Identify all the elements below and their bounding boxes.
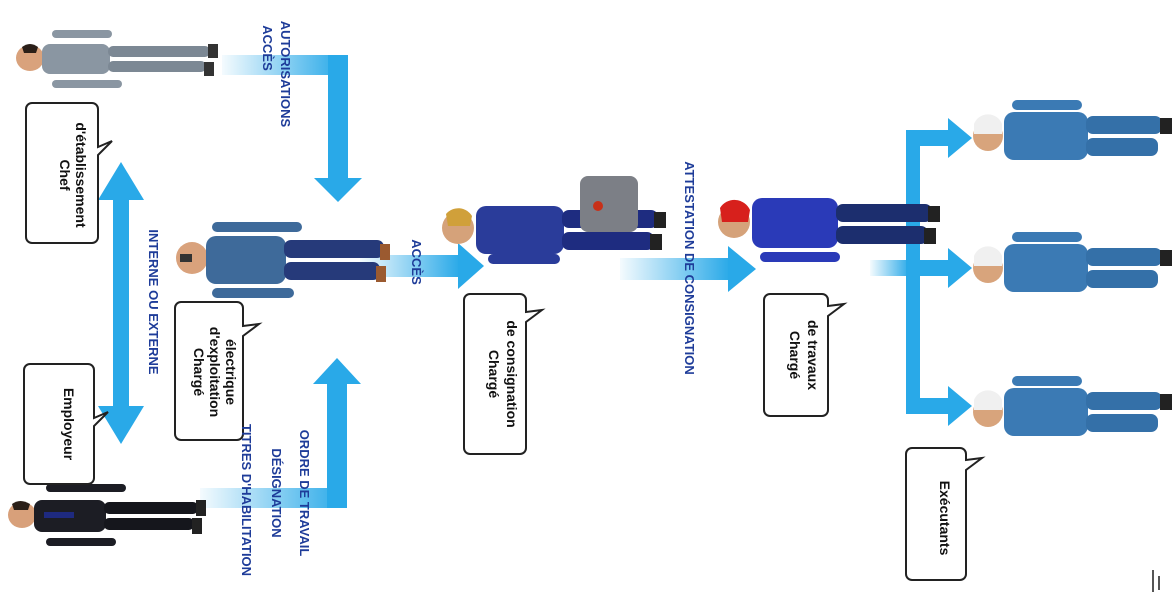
person-executant-2 xyxy=(973,232,1172,292)
interne-externe-arrow xyxy=(98,162,144,444)
person-executant-3 xyxy=(973,376,1172,436)
bubble-exploit-line2: d'exploitation xyxy=(207,327,223,417)
person-charge-consignation xyxy=(442,176,666,264)
bubble-executants: Exécutants xyxy=(905,447,986,581)
bubble-chef-line2: d'établissement xyxy=(73,122,89,228)
label-acces-mid: ACCÈS xyxy=(409,239,424,285)
label-interne-externe: INTERNE OU EXTERNE xyxy=(146,229,161,375)
bubbles: Chef d'établissement Employeur Chargé d'… xyxy=(23,102,986,581)
bubble-chef-etablissement: Chef d'établissement xyxy=(25,102,113,244)
label-titres: TITRES D'HABILITATION xyxy=(239,424,254,576)
bubble-executants-text: Exécutants xyxy=(937,481,953,556)
bubble-travaux-line1: Chargé xyxy=(787,331,803,379)
bubble-employeur-text: Employeur xyxy=(61,388,77,461)
person-charge-exploitation xyxy=(176,222,390,298)
person-chef-etablissement xyxy=(16,30,218,88)
titres-arrow xyxy=(200,358,361,508)
bubble-employeur: Employeur xyxy=(23,363,109,485)
bubble-travaux-line2: de travaux xyxy=(805,320,821,390)
bubble-charge-travaux: Chargé de travaux xyxy=(763,293,848,417)
bubble-charge-exploitation: Chargé d'exploitation électrique xyxy=(174,301,263,441)
acces-autorisations-arrow xyxy=(222,55,362,202)
bubble-exploit-line1: Chargé xyxy=(191,348,207,396)
label-designation: DÉSIGNATION xyxy=(269,448,284,537)
attestation-arrow xyxy=(620,246,756,292)
bubble-chef-line1: Chef xyxy=(57,159,73,190)
label-attestation: ATTESTATION DE CONSIGNATION xyxy=(682,161,697,375)
people xyxy=(8,30,1172,546)
person-charge-travaux xyxy=(718,198,940,262)
bubble-consign-line1: Chargé xyxy=(486,350,502,398)
person-employeur xyxy=(8,484,206,546)
bubble-exploit-line3: électrique xyxy=(223,339,239,405)
label-acces-top: ACCÈS xyxy=(260,25,275,71)
arrow-labels: INTERNE OU EXTERNE ACCÈS AUTORISATIONS T… xyxy=(146,21,697,576)
person-executant-1 xyxy=(973,100,1172,160)
page-mark xyxy=(1152,570,1160,592)
bubble-charge-consignation: Chargé de consignation xyxy=(463,293,546,455)
executants-branch-arrow xyxy=(870,118,972,426)
bubble-consign-line2: de consignation xyxy=(504,320,520,427)
label-ordre: ORDRE DE TRAVAIL xyxy=(297,430,312,557)
label-autorisations: AUTORISATIONS xyxy=(278,21,293,128)
